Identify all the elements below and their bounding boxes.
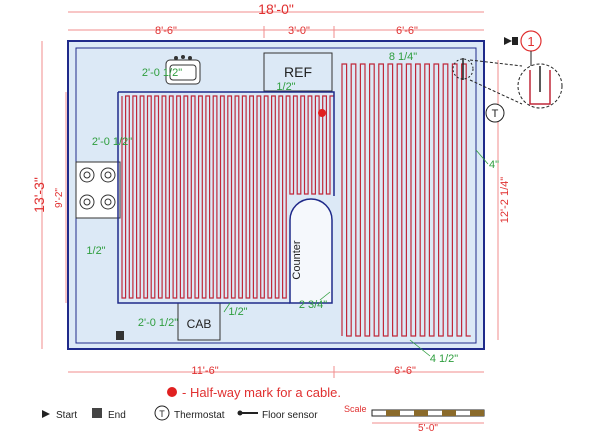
ref-label: REF xyxy=(284,64,312,80)
bottom-right: 6'-6" xyxy=(394,365,416,377)
legend-floor-sensor: Floor sensor xyxy=(262,410,318,421)
bottom-left: 11'-6" xyxy=(191,365,218,377)
left-width: 8'-6" xyxy=(155,25,177,37)
top-spacing: 8 1/4" xyxy=(389,51,417,63)
bottom-spacing: 4 1/2" xyxy=(430,353,458,365)
heating-cable-right xyxy=(341,63,471,337)
floor-sensor-corner xyxy=(452,58,474,80)
legend-scale-value: 5'-0" xyxy=(418,423,438,432)
stove xyxy=(75,161,121,219)
detail-callout: 1 xyxy=(469,30,563,109)
heating-cable-left xyxy=(121,95,334,299)
counter xyxy=(289,198,333,304)
sink-offset: 2'-0 1/2" xyxy=(142,67,182,79)
ref-gap: 1/2" xyxy=(276,81,295,93)
cabinet xyxy=(177,302,221,341)
legend-end: End xyxy=(108,410,126,421)
sink xyxy=(165,55,201,85)
thermostat-symbol: T xyxy=(485,103,505,123)
spacing-labels: 2'-0 1/2" 2'-0 1/2" 2'-0 1/2" 8 1/4" 4" … xyxy=(86,51,499,365)
legend: - Half-way mark for a cable. Start End T… xyxy=(42,385,485,432)
legend-half-way-dot xyxy=(167,387,177,397)
counter-gap: 2 3/4" xyxy=(299,299,327,311)
overall-width: 18'-0" xyxy=(258,1,294,17)
left-gap: 1/2" xyxy=(86,245,105,257)
dimension-text: 18'-0" 8'-6" 3'-0" 6'-6" 11'-6" 6'-6" 13… xyxy=(31,1,511,377)
right-width: 6'-6" xyxy=(396,25,418,37)
legend-scale-title: Scale xyxy=(344,404,367,414)
spacing-leaders xyxy=(223,149,489,357)
legend-thermostat-icon xyxy=(154,405,170,421)
legend-half-way: - Half-way mark for a cable. xyxy=(182,385,341,400)
right-spacing: 4" xyxy=(489,159,499,171)
legend-start: Start xyxy=(56,410,77,421)
svg-text:T: T xyxy=(492,108,499,120)
cab-gap: 1/2" xyxy=(228,306,247,318)
stove-offset: 2'-0 1/2" xyxy=(92,136,132,148)
middle-width: 3'-0" xyxy=(288,25,310,37)
end-marker xyxy=(116,331,124,340)
left-inner-height: 9'-2" xyxy=(54,188,65,208)
refrigerator xyxy=(263,52,333,92)
outer-wall xyxy=(67,40,485,350)
counter-label: Counter xyxy=(291,240,303,279)
cable-zone-left xyxy=(117,91,335,304)
legend-thermostat: Thermostat xyxy=(174,410,225,421)
half-way-mark xyxy=(318,109,326,117)
svg-text:1: 1 xyxy=(527,34,534,49)
legend-start-icon xyxy=(42,410,50,418)
cab-offset: 2'-0 1/2" xyxy=(138,317,178,329)
scale-bar xyxy=(371,409,485,424)
legend-end-icon xyxy=(92,408,102,418)
svg-text:T: T xyxy=(159,409,165,419)
overall-height: 13'-3" xyxy=(31,177,47,213)
right-height: 12'-2 1/4" xyxy=(499,177,511,223)
cab-label: CAB xyxy=(187,317,212,331)
